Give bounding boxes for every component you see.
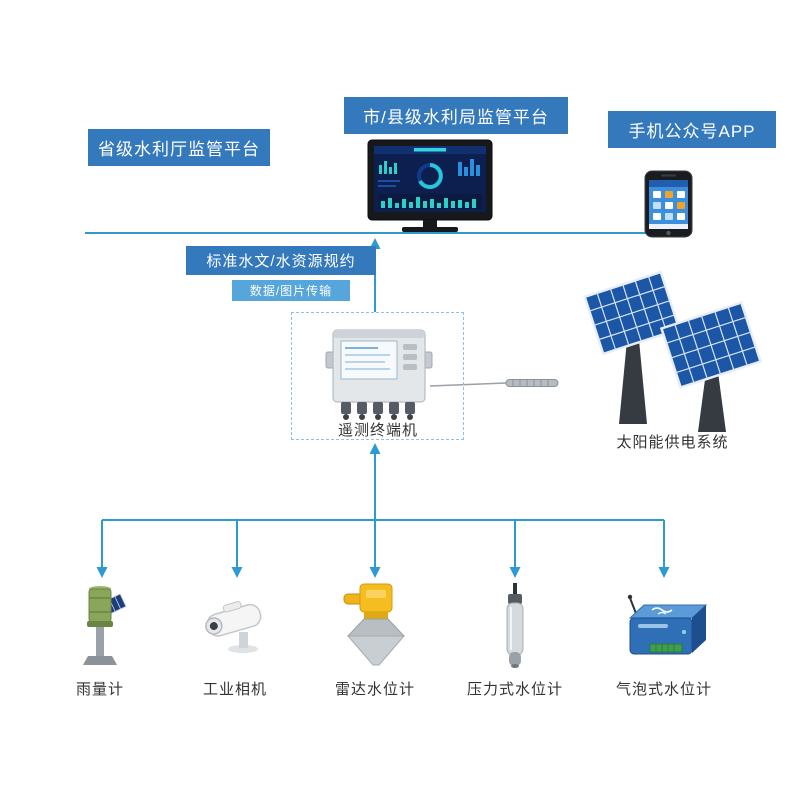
bubble-gauge-illustration (627, 594, 708, 655)
rtu-illustration (325, 329, 559, 420)
solar-caption: 太阳能供电系统 (616, 434, 729, 451)
connector-lines (85, 232, 692, 578)
city-county-platform-label: 市/县级水利局监管平台 (344, 97, 568, 134)
mobile-app-label: 手机公众号APP (608, 111, 776, 148)
rain-gauge-illustration (83, 586, 127, 665)
rtu-dashed-frame (291, 312, 464, 440)
industrial-camera-illustration (205, 601, 262, 653)
protocol-label: 标准水文/水资源规约 (186, 246, 376, 275)
radar-gauge-caption: 雷达水位计 (334, 681, 415, 698)
arrow-up-rtu (369, 443, 381, 454)
provincial-platform-label: 省级水利厅监管平台 (88, 129, 270, 166)
pressure-gauge-caption: 压力式水位计 (466, 681, 563, 698)
smartphone-illustration (644, 170, 693, 238)
pressure-sensor-illustration (506, 583, 524, 668)
industrial-camera-caption: 工业相机 (202, 681, 267, 698)
rtu-antenna (505, 379, 559, 387)
monitor-illustration (367, 139, 493, 232)
rain-gauge-caption: 雨量计 (75, 681, 124, 698)
data-transfer-label: 数据/图片传输 (232, 280, 350, 301)
bubble-gauge-caption: 气泡式水位计 (615, 681, 712, 698)
solar-panels-illustration (583, 270, 763, 432)
rtu-caption: 遥测终端机 (337, 422, 418, 439)
radar-gauge-illustration (343, 583, 406, 666)
